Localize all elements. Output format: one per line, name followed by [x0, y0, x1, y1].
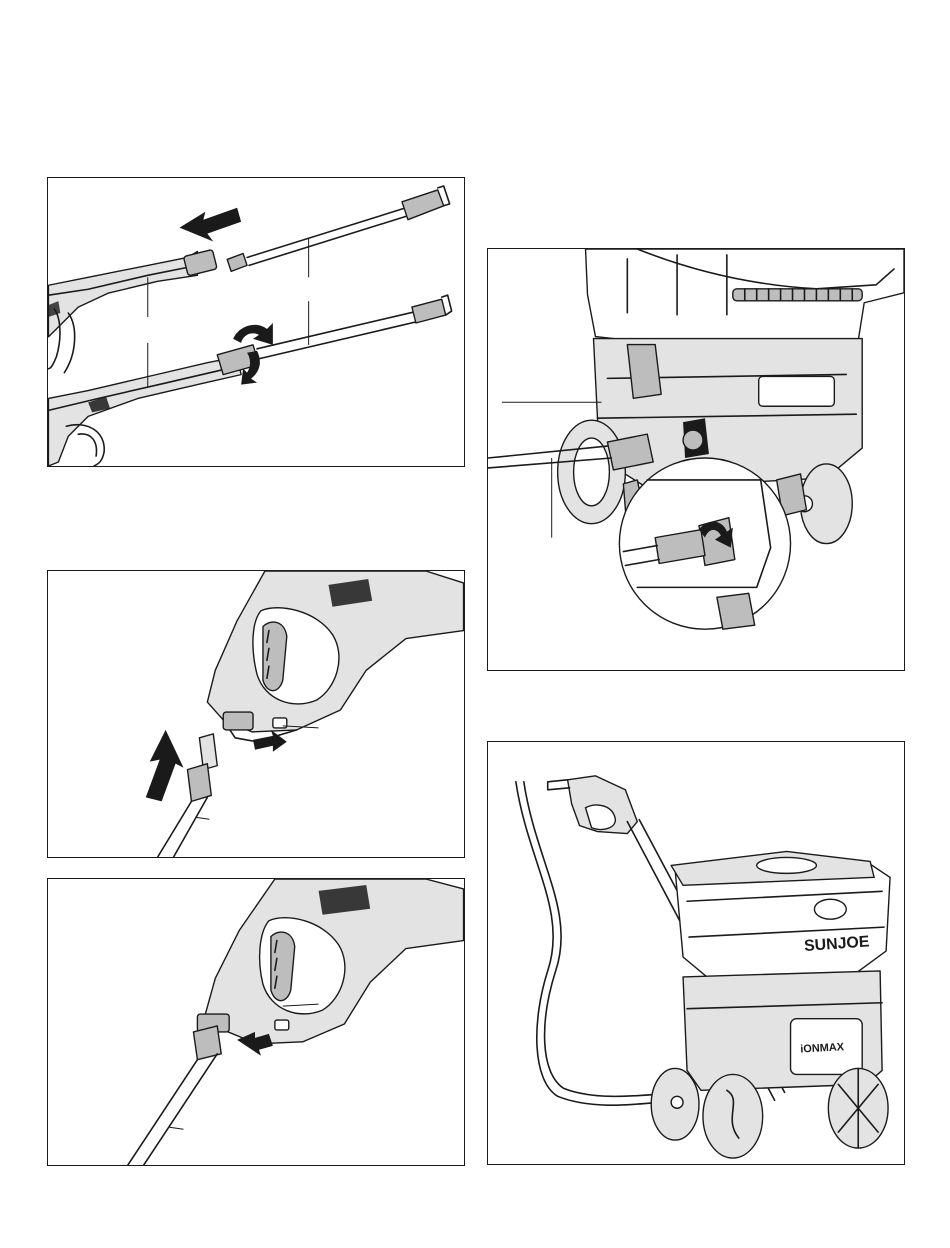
wand-holder — [627, 345, 661, 399]
wand-extension-drawing — [48, 178, 464, 466]
lid-cap — [757, 857, 817, 873]
trigger — [263, 622, 287, 691]
assembled-pressure-washer-figure: SUNJOE iONMAX — [487, 741, 905, 1165]
spray-gun-hose-insert-figure — [47, 570, 465, 858]
upper-wand-nozzle-end — [402, 190, 444, 220]
carry-handle-slot — [759, 376, 835, 406]
lower-wand-nozzle-end — [412, 299, 446, 323]
upper-spray-gun-body — [48, 251, 197, 336]
hose-insert-drawing — [48, 571, 464, 857]
assembled-washer-drawing: SUNJOE iONMAX — [488, 742, 904, 1164]
hose-fitting-body — [187, 764, 211, 802]
hose-fitting-top — [199, 734, 217, 770]
outlet-knob — [683, 430, 703, 450]
hose-outlet-connection-figure — [487, 248, 905, 671]
wand-extension-attach-figure — [47, 177, 465, 467]
rotate-arrow-icon — [233, 323, 273, 345]
arrow-left-icon — [180, 208, 242, 242]
lock-button-locked[interactable] — [275, 1020, 289, 1030]
battery-wordmark: iONMAX — [800, 1041, 845, 1055]
upper-gun-coupler — [183, 249, 217, 275]
spray-gun-hose-locked-figure — [47, 878, 465, 1166]
brand-logo-mark — [814, 899, 846, 919]
upper-wand-connector — [227, 253, 247, 271]
tank-rim-teeth — [733, 289, 862, 301]
hose-locked-drawing — [48, 879, 464, 1165]
arrow-up-icon — [146, 730, 184, 802]
arrow-right-icon — [253, 730, 287, 752]
outlet-connection-drawing — [488, 249, 904, 670]
zoom-wheel-part — [717, 593, 755, 629]
lower-spray-gun-body — [48, 357, 241, 466]
trigger-locked — [271, 932, 295, 1001]
hose-socket — [223, 712, 253, 730]
